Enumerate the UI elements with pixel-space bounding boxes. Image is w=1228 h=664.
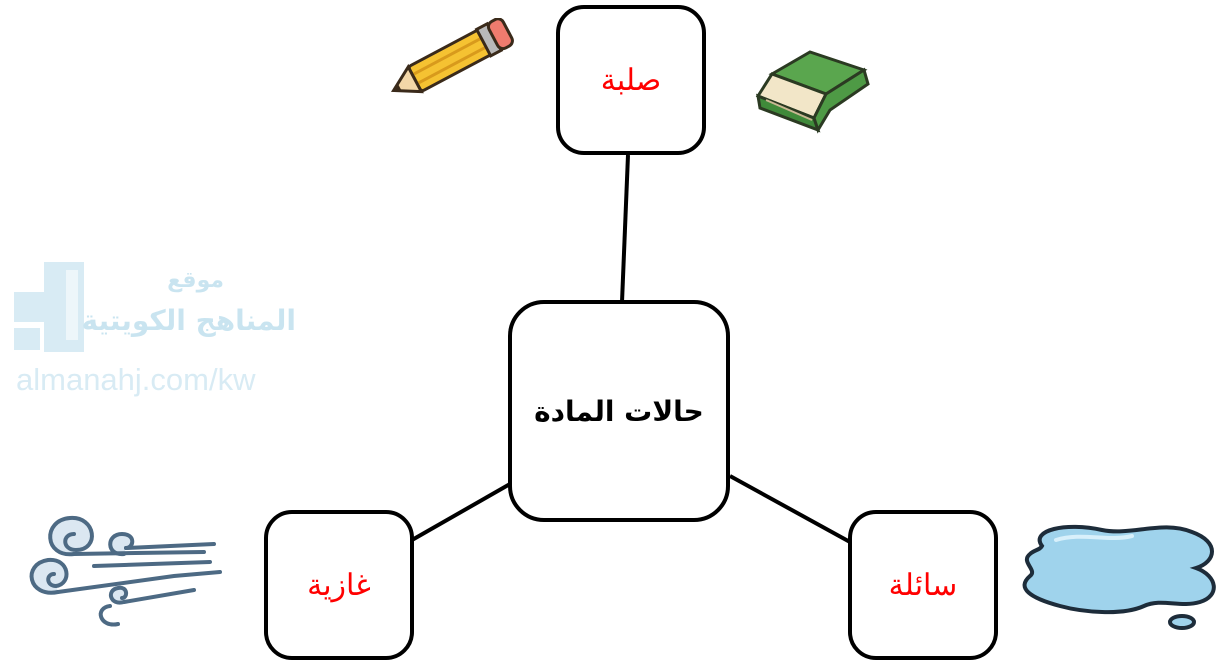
- state-label-solid: صلبة: [600, 63, 662, 97]
- center-label: حالات المادة: [534, 394, 704, 428]
- watermark-logo: [14, 262, 84, 352]
- state-label-gas: غازية: [307, 568, 371, 602]
- watermark-site-name: المناهج الكويتية: [81, 304, 296, 337]
- watermark-site-label: موقع: [167, 268, 224, 293]
- state-label-liquid: سائلة: [888, 568, 958, 602]
- watermark-url: almanahj.com/kw: [16, 362, 256, 397]
- book-icon: [755, 50, 870, 134]
- connector-gas: [411, 482, 511, 542]
- puddle-icon: [1022, 524, 1216, 630]
- connector-liquid: [729, 474, 851, 544]
- center-node: حالات المادة: [508, 300, 730, 522]
- state-node-liquid: سائلة: [848, 510, 998, 660]
- wind-icon: [29, 515, 222, 627]
- connector-solid: [620, 154, 630, 303]
- state-node-gas: غازية: [264, 510, 414, 660]
- watermark: موقع المناهج الكويتية almanahj.com/kw: [14, 262, 304, 402]
- pencil-icon: [390, 18, 514, 94]
- state-node-solid: صلبة: [556, 5, 706, 155]
